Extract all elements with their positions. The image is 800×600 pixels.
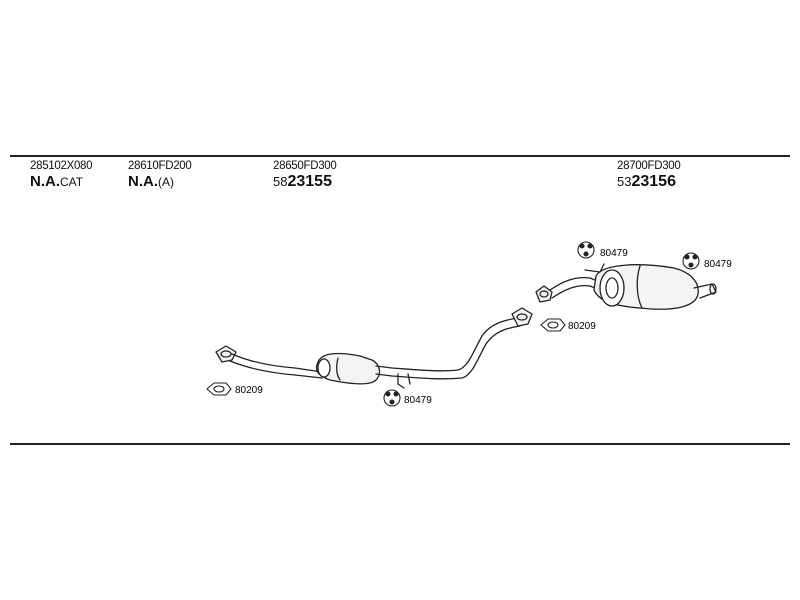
code-main: 23155 xyxy=(287,173,332,190)
callout-label: 80479 xyxy=(404,395,432,406)
callout-label: 80479 xyxy=(704,259,732,270)
intermediate-flange xyxy=(511,307,533,327)
part-code: N.A.CAT xyxy=(30,174,92,190)
center-hanger-bracket xyxy=(397,373,411,389)
tail-pipe xyxy=(693,283,717,299)
bottom-rule xyxy=(10,443,790,445)
code-main: 23156 xyxy=(631,173,676,190)
gasket-icon xyxy=(206,382,232,396)
gasket-icon xyxy=(540,318,566,332)
rear-inlet-flange xyxy=(535,285,553,303)
callout-label: 80209 xyxy=(235,385,263,396)
code-bold: N.A. xyxy=(30,173,60,190)
top-rule xyxy=(10,155,790,157)
part-number: 28610FD200 xyxy=(128,160,192,172)
part-code: N.A.(A) xyxy=(128,174,192,190)
code-prefix: 58 xyxy=(273,174,288,189)
part-label-front-pipe: 285102X080 N.A.CAT xyxy=(30,160,93,190)
code-bold: N.A. xyxy=(128,173,158,190)
front-pipe-flange xyxy=(215,345,237,363)
part-label-center-muffler: 28650FD300 5823155 xyxy=(273,160,337,190)
code-suffix: CAT xyxy=(60,175,84,189)
hanger-icon xyxy=(577,241,595,259)
hanger-icon xyxy=(682,252,700,270)
center-muffler xyxy=(315,352,381,385)
part-number: 285102X080 xyxy=(30,160,93,172)
code-prefix: 53 xyxy=(617,174,632,189)
code-suffix: (A) xyxy=(158,175,174,189)
part-label-catalyst: 28610FD200 N.A.(A) xyxy=(128,160,192,190)
callout-label: 80479 xyxy=(600,248,628,259)
rear-muffler xyxy=(584,263,699,310)
part-code: 5323156 xyxy=(617,174,681,190)
hanger-icon xyxy=(383,389,401,407)
intermediate-pipe xyxy=(375,317,521,380)
part-number: 28700FD300 xyxy=(617,160,681,172)
callout-label: 80209 xyxy=(568,321,596,332)
part-number: 28650FD300 xyxy=(273,160,337,172)
front-pipe xyxy=(229,353,323,379)
part-label-rear-muffler: 28700FD300 5323156 xyxy=(617,160,681,190)
rear-inlet-pipe xyxy=(549,276,601,299)
part-code: 5823155 xyxy=(273,174,337,190)
